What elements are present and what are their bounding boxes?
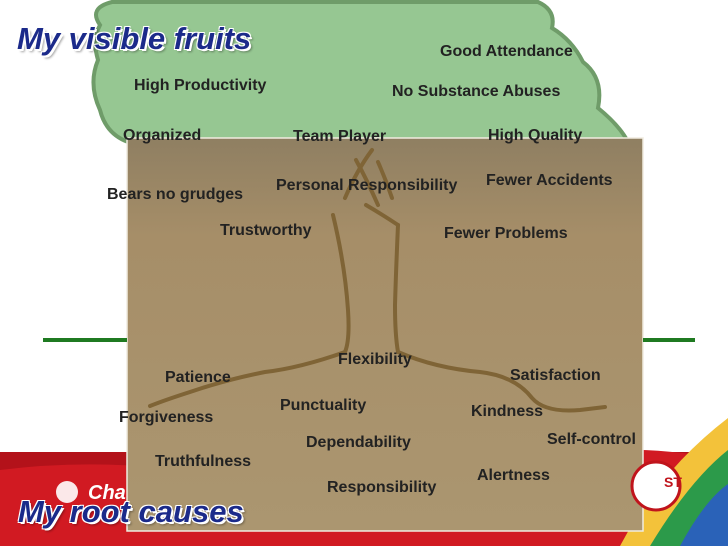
fruit-label-fewer-problems: Fewer Problems — [444, 225, 568, 242]
fruit-label-high-productivity: High Productivity — [134, 77, 267, 94]
tree-roots — [148, 350, 607, 413]
fruit-label-personal-responsibility: Personal Responsibility — [276, 177, 457, 194]
heading-visible-fruits: My visible fruits — [17, 21, 252, 56]
fruit-label-organized: Organized — [123, 127, 201, 144]
runner-icon — [56, 481, 78, 503]
fruit-label-fewer-accidents: Fewer Accidents — [486, 172, 613, 189]
soil-box — [126, 137, 644, 532]
fruit-label-no-substance-abuses: No Substance Abuses — [392, 83, 560, 100]
fruit-label-high-quality: High Quality — [488, 127, 582, 144]
root-label-alertness: Alertness — [477, 467, 550, 484]
root-label-punctuality: Punctuality — [280, 397, 366, 414]
banner-badge: ST — [630, 460, 682, 512]
fruit-label-good-attendance: Good Attendance — [440, 43, 573, 60]
fruit-label-team-player: Team Player — [293, 128, 386, 145]
root-label-truthfulness: Truthfulness — [155, 453, 251, 470]
banner-logo: Cha — [56, 481, 126, 504]
banner-badge-text: ST — [664, 474, 682, 490]
root-label-flexibility: Flexibility — [338, 351, 412, 368]
heading-root-causes: My root causes — [18, 494, 244, 529]
root-label-dependability: Dependability — [306, 434, 411, 451]
root-label-patience: Patience — [165, 369, 231, 386]
root-label-responsibility: Responsibility — [327, 479, 436, 496]
fruit-labels: Good Attendance High Productivity No Sub… — [107, 43, 613, 242]
banner-logo-text: Cha — [88, 482, 126, 504]
tree-trunk — [331, 148, 400, 354]
root-label-kindness: Kindness — [471, 403, 543, 420]
root-label-self-control: Self-control — [547, 431, 636, 448]
root-labels: Flexibility Patience Satisfaction Punctu… — [119, 351, 636, 496]
fruit-label-bears-no-grudges: Bears no grudges — [107, 186, 243, 203]
root-label-satisfaction: Satisfaction — [510, 367, 601, 384]
root-label-forgiveness: Forgiveness — [119, 409, 213, 426]
tree-canopy — [91, 0, 632, 144]
fruit-label-trustworthy: Trustworthy — [220, 222, 312, 239]
